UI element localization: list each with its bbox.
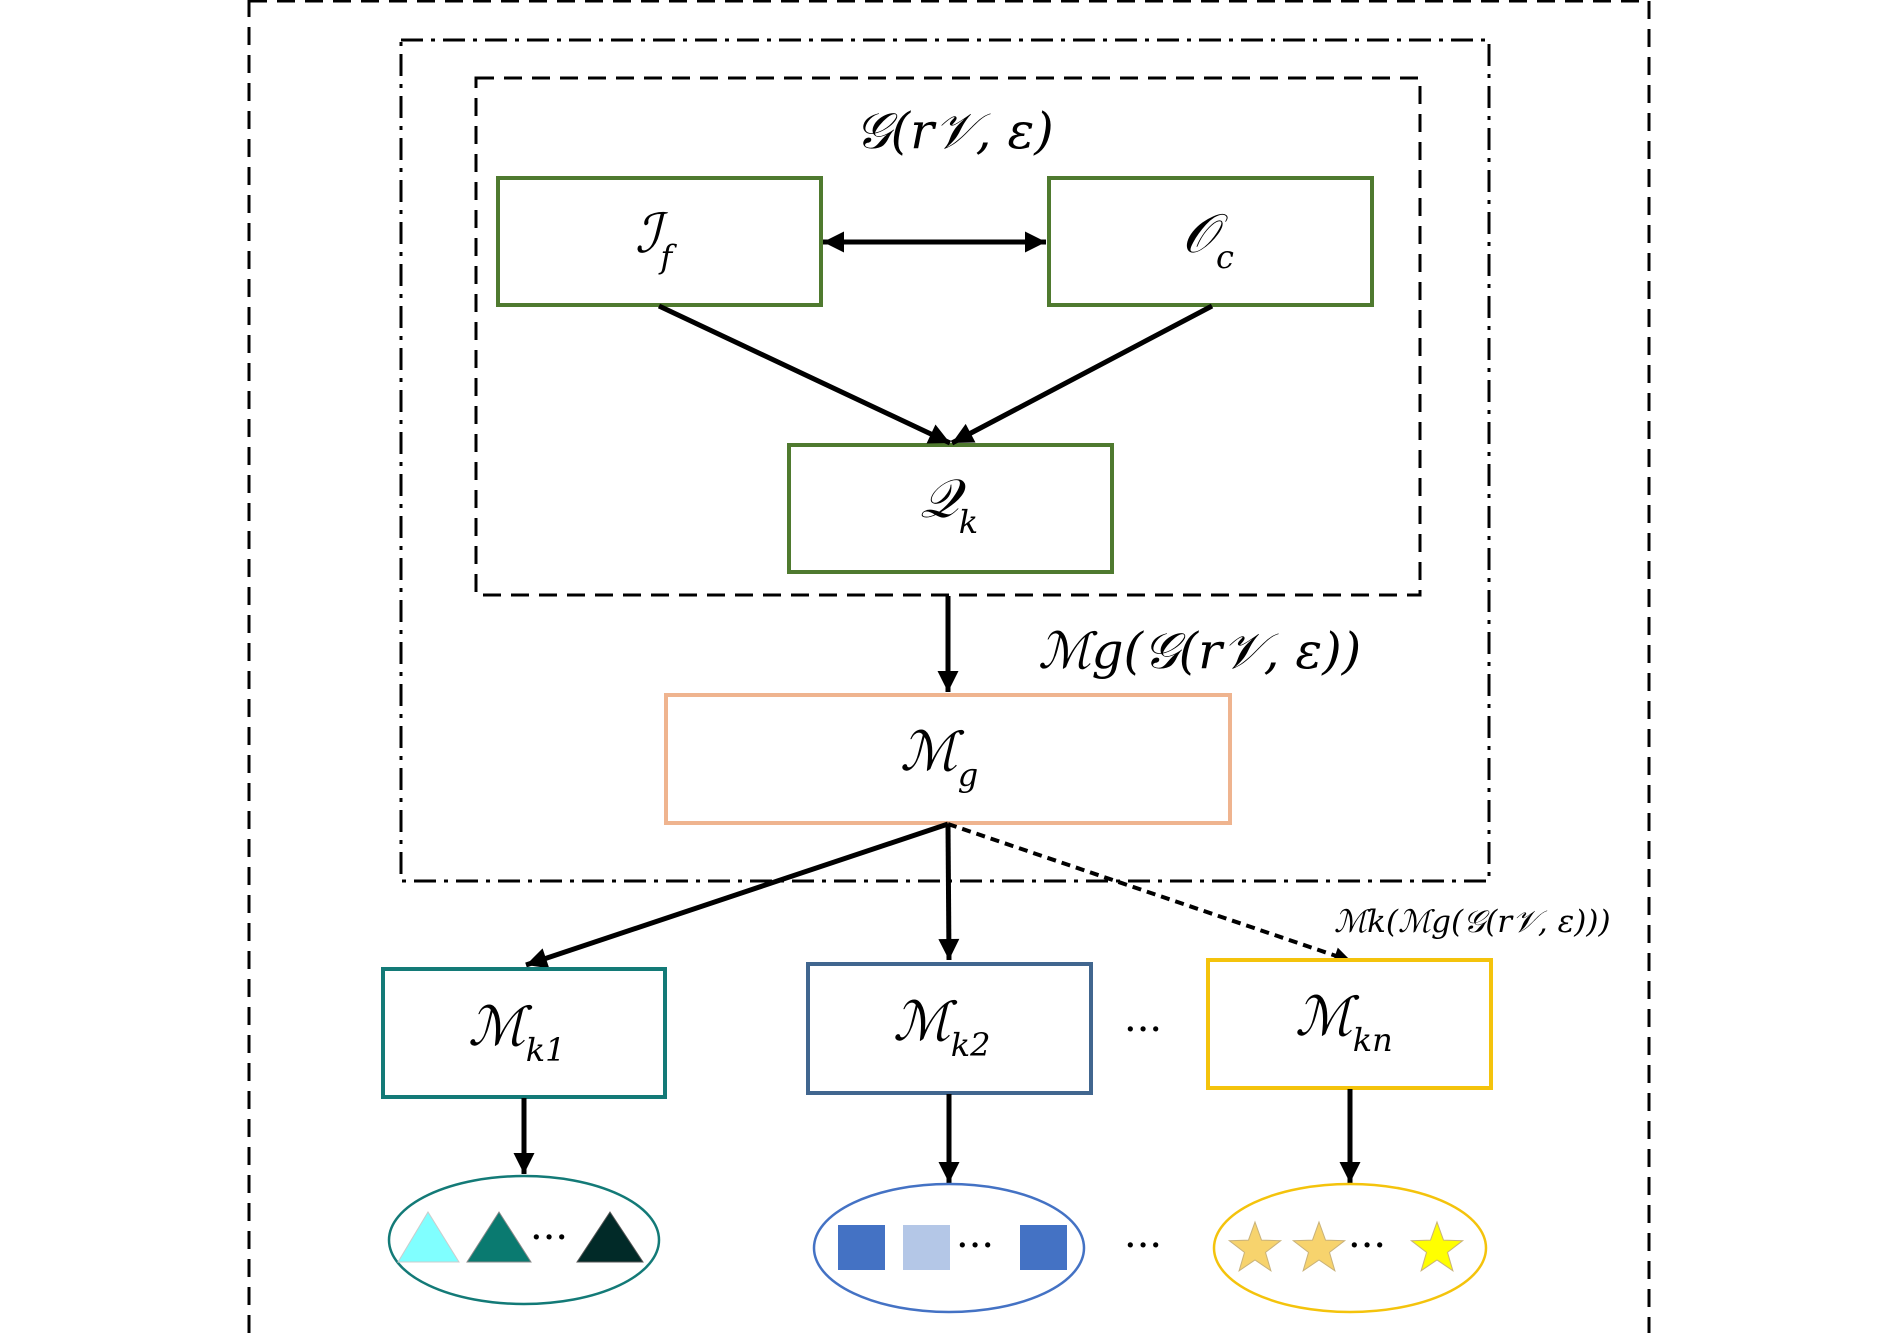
- star-icon: [1227, 1220, 1283, 1272]
- square-icon: [838, 1225, 885, 1270]
- local-mapping-label: ℳk(ℳg(𝒢(r𝒱, ε))): [1334, 904, 1611, 940]
- triangle-icon: [397, 1211, 460, 1263]
- global-model-label: ℳg: [900, 720, 978, 794]
- global-to-local-k1-arrow: [525, 821, 949, 969]
- models-ellipsis: ···: [1124, 1007, 1162, 1053]
- output-box: [1047, 176, 1374, 307]
- local-model-kn-box: [1206, 958, 1493, 1090]
- star-ellipsis: ···: [1348, 1223, 1386, 1269]
- triangle-icon: [466, 1211, 532, 1263]
- graph-label: 𝒢(r𝒱, ε): [855, 102, 1054, 160]
- local-model-k2-label: ℳk2: [893, 990, 991, 1064]
- triangle-ellipsis: ···: [530, 1215, 568, 1261]
- triangle-cluster: [387, 1174, 661, 1306]
- local-model-kn-label: ℳkn: [1295, 985, 1393, 1059]
- local-model-k1-label: ℳk1: [468, 995, 566, 1069]
- star-cluster: [1212, 1182, 1488, 1314]
- query-box: [787, 443, 1114, 574]
- graph-region-frame: [474, 76, 1422, 597]
- global-model-box: [664, 693, 1232, 825]
- clusters-ellipsis: ···: [1124, 1223, 1162, 1269]
- square-icon: [1020, 1225, 1067, 1270]
- triangle-icon: [576, 1211, 644, 1263]
- output-to-query-arrow: [950, 303, 1214, 446]
- local-model-k1-box: [381, 967, 667, 1099]
- outer-frame: [247, 0, 1651, 1333]
- global-to-local-kn-arrow: [947, 822, 1352, 964]
- global-to-local-k2-arrow: [938, 823, 960, 961]
- square-ellipsis: ···: [956, 1223, 994, 1269]
- global-mapping-label: ℳg(𝒢(r𝒱, ε)): [1038, 622, 1361, 680]
- star-icon: [1409, 1220, 1465, 1272]
- local-model-k2-box: [806, 962, 1093, 1095]
- square-icon: [903, 1225, 950, 1270]
- star-icon: [1291, 1220, 1347, 1272]
- interface-to-query-arrow: [657, 303, 952, 446]
